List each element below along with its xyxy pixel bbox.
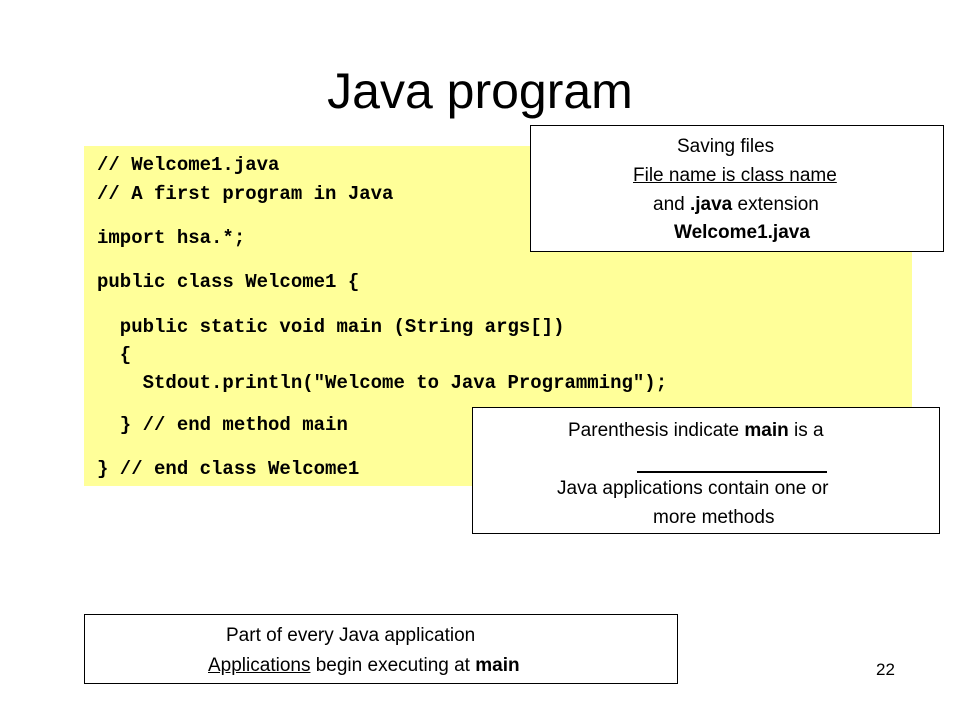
callout-text: File name is class name (633, 165, 837, 186)
callout-heading: Saving files (677, 136, 775, 157)
callout-text: Part of every Java application (226, 625, 476, 646)
callout-text: Applications begin executing at main (208, 655, 520, 676)
parenthesis-callout: Parenthesis indicate main is a Java appl… (472, 407, 940, 534)
code-line: } // end method main (97, 414, 348, 436)
application-callout: Part of every Java application Applicati… (84, 614, 678, 684)
code-line: { (97, 344, 132, 366)
callout-text: Java applications contain one or (557, 478, 829, 499)
fill-in-blank (637, 448, 827, 473)
callout-text: more methods (653, 507, 775, 528)
slide-title: Java program (327, 63, 633, 119)
code-line: // A first program in Java (97, 183, 394, 205)
code-line: } // end class Welcome1 (97, 458, 360, 480)
code-line: import hsa.*; (97, 227, 246, 249)
code-line: public static void main (String args[]) (97, 316, 565, 338)
code-line: public class Welcome1 { (97, 271, 360, 293)
code-line: // Welcome1.java (97, 154, 280, 176)
saving-files-callout: Saving files File name is class name and… (530, 125, 944, 252)
code-line: Stdout.println("Welcome to Java Programm… (97, 372, 668, 394)
callout-text: Parenthesis indicate main is a (568, 420, 824, 441)
callout-text: and .java extension (653, 194, 819, 215)
page-number: 22 (876, 660, 895, 679)
callout-text: Welcome1.java (674, 222, 810, 243)
